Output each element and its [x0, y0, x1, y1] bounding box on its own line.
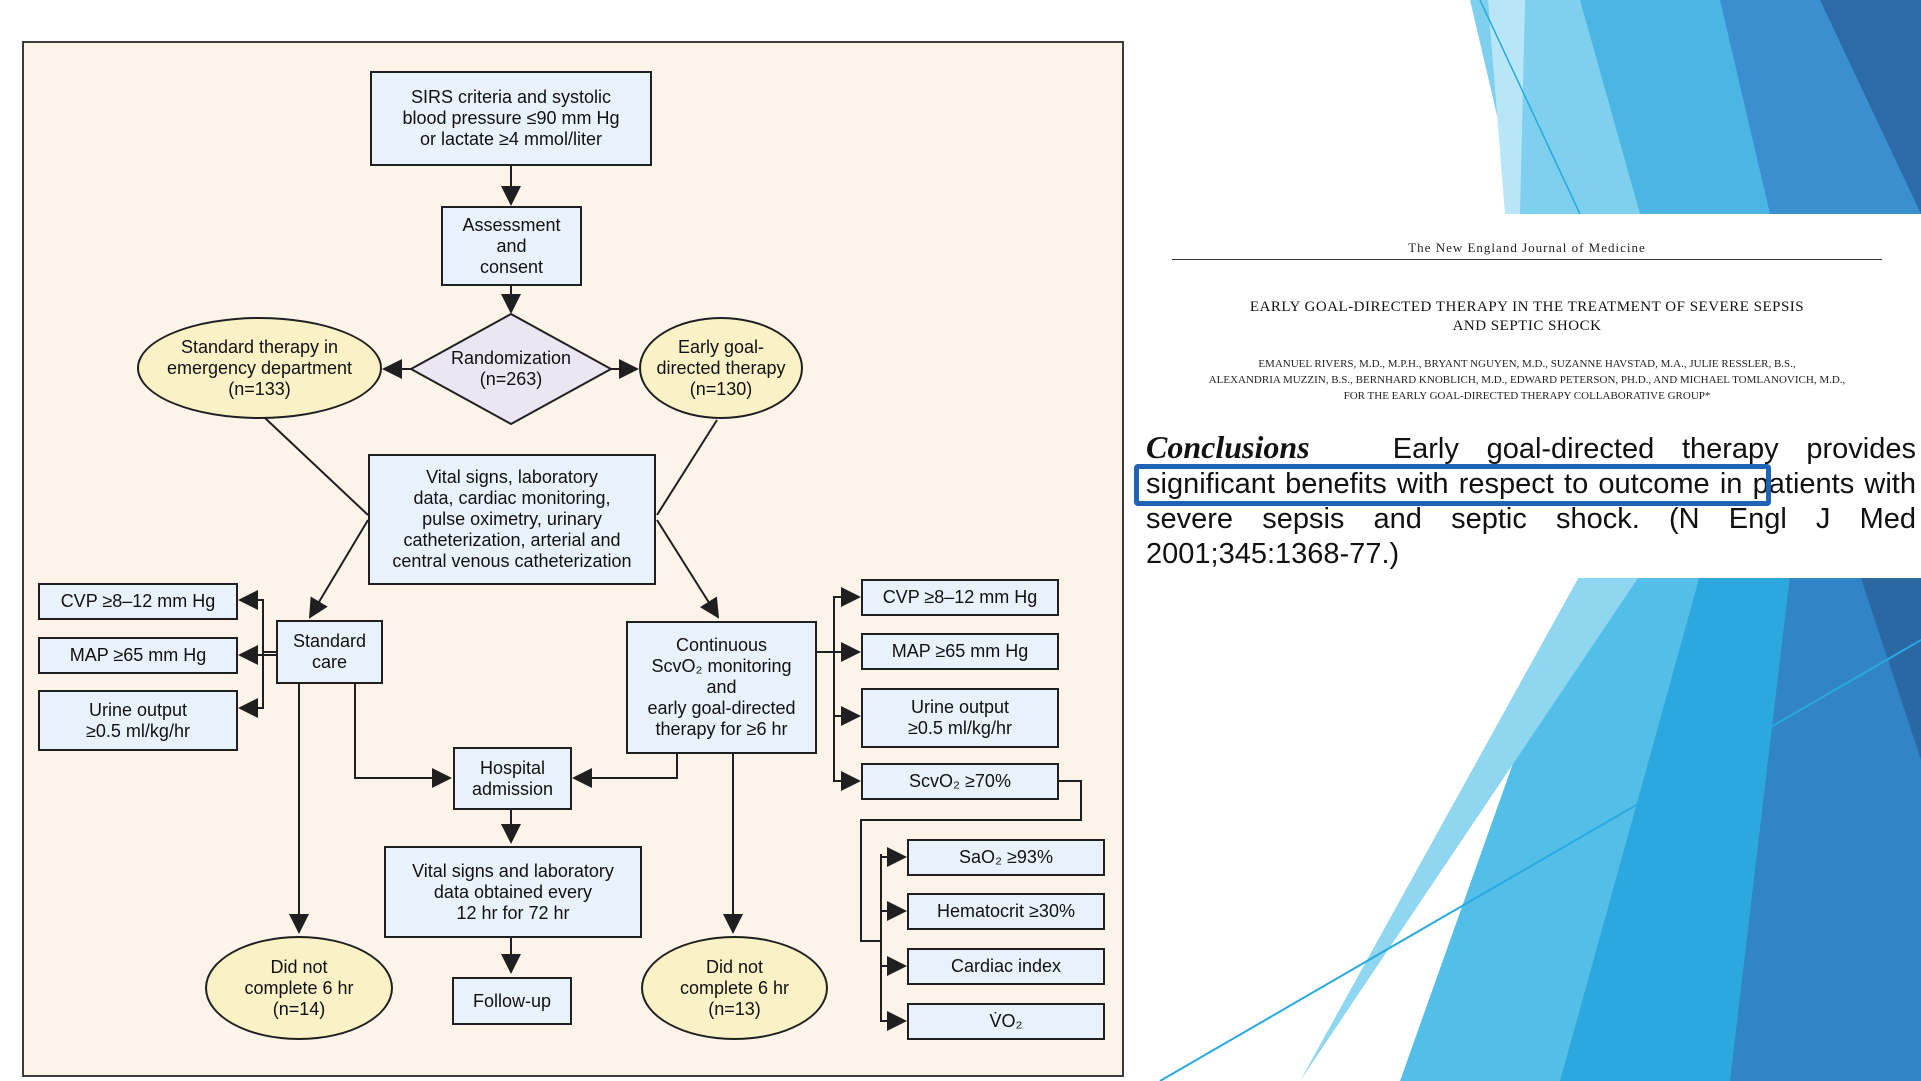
- sub-target-sao2: SaO₂ ≥93%: [907, 839, 1105, 876]
- continuous-monitoring-box: Continuous ScvO₂ monitoring and early go…: [626, 621, 817, 754]
- assessment-box: Assessment and consent: [441, 206, 582, 286]
- egdt-text: Early goal- directed therapy (n=130): [656, 336, 786, 399]
- left-target-cvp: CVP ≥8–12 mm Hg: [38, 583, 238, 620]
- vital-signs-72-text: Vital signs and laboratory data obtained…: [412, 860, 614, 923]
- sub-target-hematocrit-text: Hematocrit ≥30%: [937, 901, 1075, 921]
- egdt-oval: Early goal- directed therapy (n=130): [639, 317, 803, 419]
- did-not-complete-left-text: Did not complete 6 hr (n=14): [244, 956, 354, 1019]
- sub-target-cardiac-index: Cardiac index: [907, 948, 1105, 985]
- inclusion-criteria-box: SIRS criteria and systolic blood pressur…: [370, 71, 652, 166]
- sub-target-vo2-text: V̇O₂: [989, 1011, 1023, 1031]
- assessment-text: Assessment and consent: [462, 214, 561, 277]
- standard-care-text: Standard care: [292, 631, 367, 672]
- did-not-complete-right-text: Did not complete 6 hr (n=13): [679, 956, 790, 1019]
- right-target-scvo2-text: ScvO₂ ≥70%: [909, 771, 1011, 791]
- right-target-urine: Urine output ≥0.5 ml/kg/hr: [861, 688, 1059, 748]
- hospital-admission-box: Hospital admission: [453, 747, 572, 810]
- continuous-monitoring-text: Continuous ScvO₂ monitoring and early go…: [647, 635, 796, 739]
- vital-signs-box: Vital signs, laboratory data, cardiac mo…: [368, 454, 656, 585]
- journal-article-title: EARLY GOAL-DIRECTED THERAPY IN THE TREAT…: [1249, 299, 1805, 334]
- right-target-urine-text: Urine output ≥0.5 ml/kg/hr: [908, 697, 1012, 738]
- did-not-complete-right-oval: Did not complete 6 hr (n=13): [641, 936, 828, 1040]
- vital-signs-text: Vital signs, laboratory data, cardiac mo…: [392, 467, 632, 571]
- standard-care-box: Standard care: [276, 620, 383, 684]
- conclusion-heading: Conclusions: [1146, 429, 1310, 465]
- conclusion-highlight-box: [1134, 464, 1771, 506]
- sub-target-sao2-text: SaO₂ ≥93%: [959, 847, 1053, 867]
- follow-up-box: Follow-up: [452, 977, 572, 1025]
- sub-target-hematocrit: Hematocrit ≥30%: [907, 893, 1105, 930]
- sub-target-vo2: V̇O₂: [907, 1003, 1105, 1040]
- sub-target-cardiac-index-text: Cardiac index: [950, 956, 1062, 976]
- left-target-map-text: MAP ≥65 mm Hg: [69, 645, 207, 665]
- right-target-cvp-text: CVP ≥8–12 mm Hg: [882, 587, 1038, 607]
- follow-up-text: Follow-up: [472, 990, 552, 1011]
- standard-therapy-oval: Standard therapy in emergency department…: [137, 317, 382, 419]
- right-target-map-text: MAP ≥65 mm Hg: [891, 641, 1029, 661]
- left-target-map: MAP ≥65 mm Hg: [38, 637, 238, 674]
- conclusion-body: Early goal-directed therapy provides sig…: [1146, 433, 1916, 570]
- journal-header: The New England Journal of Medicine: [1408, 240, 1646, 255]
- journal-authors: EMANUEL RIVERS, M.D., M.P.H., BRYANT NGU…: [1208, 358, 1846, 402]
- randomization-diamond: Randomization (n=263): [421, 340, 601, 398]
- left-target-urine-text: Urine output ≥0.5 ml/kg/hr: [86, 699, 190, 741]
- right-target-scvo2: ScvO₂ ≥70%: [861, 763, 1059, 800]
- right-target-map: MAP ≥65 mm Hg: [861, 633, 1059, 670]
- standard-therapy-text: Standard therapy in emergency department…: [166, 336, 353, 399]
- inclusion-criteria-text: SIRS criteria and systolic blood pressur…: [402, 87, 620, 149]
- right-target-cvp: CVP ≥8–12 mm Hg: [861, 579, 1059, 616]
- journal-header-rule: [1172, 259, 1882, 260]
- journal-excerpt: [1160, 216, 1921, 578]
- journal-conclusion: Conclusions Early goal-directed therapy …: [1146, 430, 1916, 572]
- vital-signs-72-box: Vital signs and laboratory data obtained…: [384, 846, 642, 938]
- randomization-text: Randomization (n=263): [450, 348, 572, 389]
- hospital-admission-text: Hospital admission: [471, 757, 554, 799]
- left-target-cvp-text: CVP ≥8–12 mm Hg: [60, 591, 216, 611]
- left-target-urine: Urine output ≥0.5 ml/kg/hr: [38, 690, 238, 751]
- did-not-complete-left-oval: Did not complete 6 hr (n=14): [205, 936, 393, 1040]
